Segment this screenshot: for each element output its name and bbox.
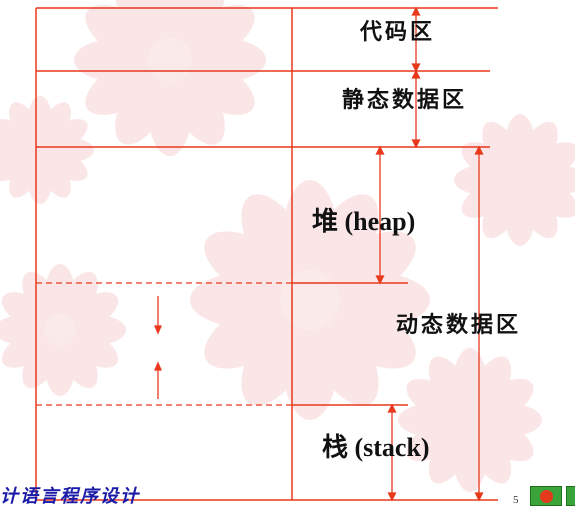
heap-span-arrow [375, 145, 385, 285]
footer-course-title: 计语言程序设计 [0, 486, 140, 507]
next-slide-icon[interactable] [530, 486, 562, 506]
code-area-span-arrow [411, 6, 421, 73]
code-area-label: 代码区 [360, 20, 436, 45]
stack-span-arrow [387, 403, 397, 502]
nav-button-partial[interactable] [566, 486, 575, 506]
nav-dot-icon [540, 490, 553, 503]
heap-growth-down-arrow [154, 296, 162, 335]
page-number: 5 [513, 494, 519, 506]
stack-growth-up-arrow [154, 361, 162, 399]
static-data-area-label: 静态数据区 [342, 88, 468, 113]
static-area-span-arrow [411, 69, 421, 149]
dynamic-area-span-arrow [474, 145, 484, 502]
stack-label: 栈 (stack) [322, 433, 430, 462]
heap-label: 堆 (heap) [312, 207, 416, 236]
dynamic-data-area-label: 动态数据区 [396, 313, 522, 338]
